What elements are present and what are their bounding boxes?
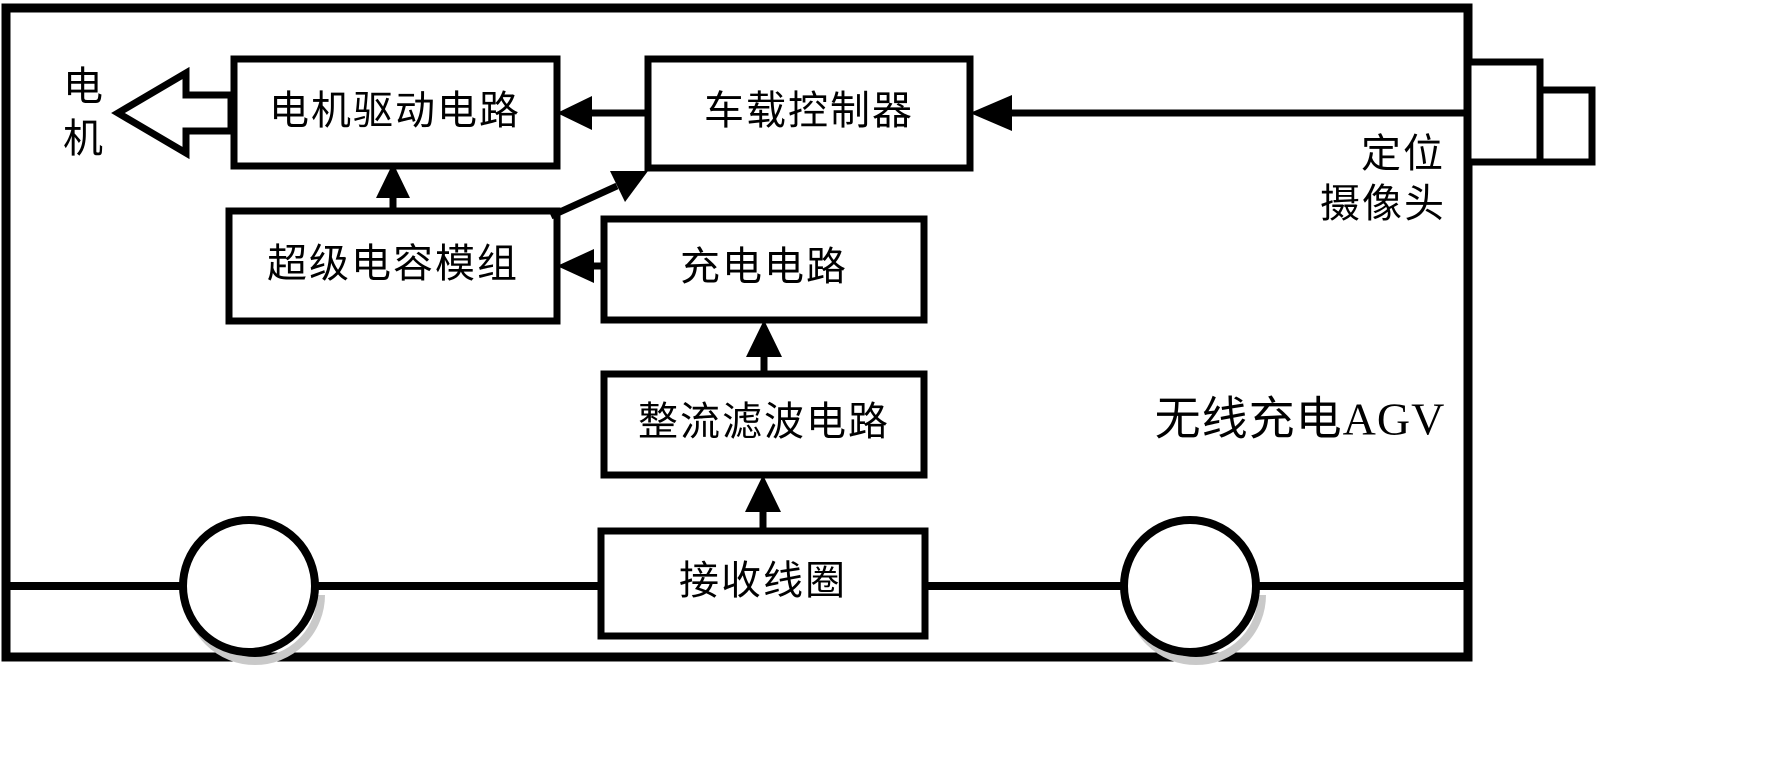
motor-label-line2: 机 [63, 116, 105, 161]
camera-label-line2: 摄像头 [1320, 181, 1446, 226]
block-label-charging-circuit: 充电电路 [680, 244, 848, 289]
block-onboard-controller[interactable] [644, 55, 974, 172]
motor-output-block-arrow [111, 66, 235, 160]
block-label-receiving-coil: 接收线圈 [679, 558, 847, 603]
block-receiving-coil[interactable] [597, 527, 929, 640]
camera-label-line1: 定位 [1361, 131, 1445, 176]
motor-label-line1: 电 [63, 64, 105, 109]
left-wheel [179, 516, 319, 656]
camera-body-rect [1464, 58, 1544, 166]
block-label-onboard-controller: 车载控制器 [704, 88, 914, 133]
arrow-head-rectifier-to-charging [746, 320, 782, 357]
arrow-head-controller-to-motordrive [557, 96, 592, 130]
block-label-motor-drive-circuit: 电机驱动电路 [269, 88, 521, 133]
arrow-head-coil-to-rectifier [745, 475, 781, 512]
arrow-line-supercap-to-controller [549, 182, 619, 220]
block-rectifier-filter-circuit[interactable] [600, 370, 928, 479]
right-wheel [1120, 516, 1260, 656]
vehicle-type-label: 无线充电AGV [1155, 394, 1446, 445]
block-supercapacitor-module[interactable] [225, 207, 561, 325]
vehicle-body-outline [1, 3, 1473, 662]
arrow-head-camera-to-controller [970, 95, 1012, 131]
block-label-supercapacitor-module: 超级电容模组 [267, 241, 519, 286]
arrow-head-supercap-to-controller [610, 171, 648, 202]
block-label-rectifier-filter-circuit: 整流滤波电路 [638, 399, 890, 444]
arrow-head-supercap-to-motordrive [376, 163, 410, 198]
camera-lens-rect [1536, 86, 1596, 166]
arrow-head-charging-to-supercap [557, 249, 594, 283]
